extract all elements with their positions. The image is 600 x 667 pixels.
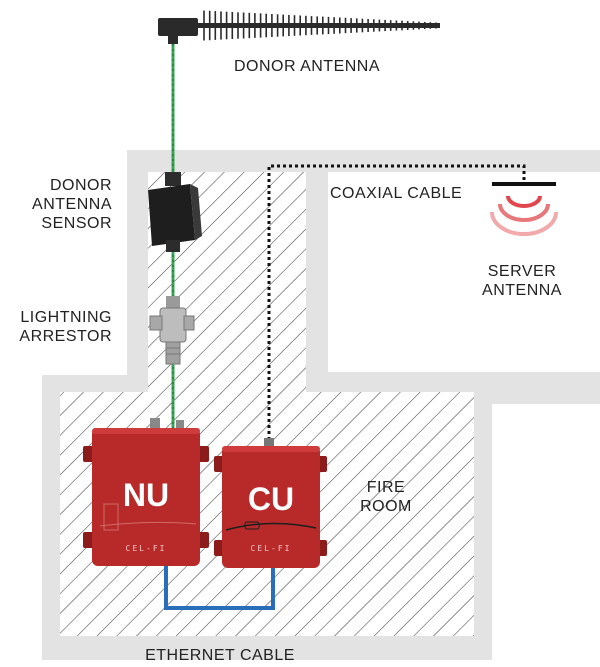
nu-unit — [83, 418, 209, 566]
donor-antenna-sensor — [148, 172, 202, 252]
server-antenna-label: SERVER ANTENNA — [462, 262, 582, 300]
donor-antenna — [158, 10, 440, 44]
ethernet-cable — [164, 566, 275, 610]
ethernet-cable-label: ETHERNET CABLE — [145, 647, 295, 664]
coaxial-cable — [267, 164, 526, 446]
cu-unit — [214, 438, 327, 568]
coaxial-cable-label: COAXIAL CABLE — [330, 185, 463, 202]
nu-brand-text: CEL-FI — [125, 544, 167, 553]
lightning-arrestor-line-2: ARRESTOR — [19, 328, 112, 345]
fire-room-line-2: ROOM — [360, 498, 412, 515]
fire-room-line-1: FIRE — [366, 479, 406, 496]
donor-antenna-sensor-line-2: ANTENNA — [32, 196, 112, 213]
cu-unit-label: CU — [247, 481, 295, 517]
lightning-arrestor-line-1: LIGHTNING — [20, 309, 112, 326]
server-antenna-line-2: ANTENNA — [482, 282, 562, 299]
lightning-arrestor — [149, 296, 195, 365]
fire-room-label: FIRE ROOM — [350, 478, 422, 516]
donor-antenna-sensor-line-3: SENSOR — [41, 215, 112, 232]
building-walls — [42, 150, 600, 660]
server-antenna-line-1: SERVER — [487, 263, 557, 280]
donor-antenna-label: DONOR ANTENNA — [233, 58, 381, 75]
donor-antenna-sensor-line-1: DONOR — [49, 177, 112, 194]
donor-antenna-sensor-label: DONOR ANTENNA SENSOR — [10, 176, 112, 233]
lightning-arrestor-label: LIGHTNING ARRESTOR — [4, 308, 112, 346]
nu-unit-label: NU — [122, 477, 170, 513]
server-antenna — [490, 182, 558, 236]
cu-brand-text: CEL-FI — [250, 544, 292, 553]
